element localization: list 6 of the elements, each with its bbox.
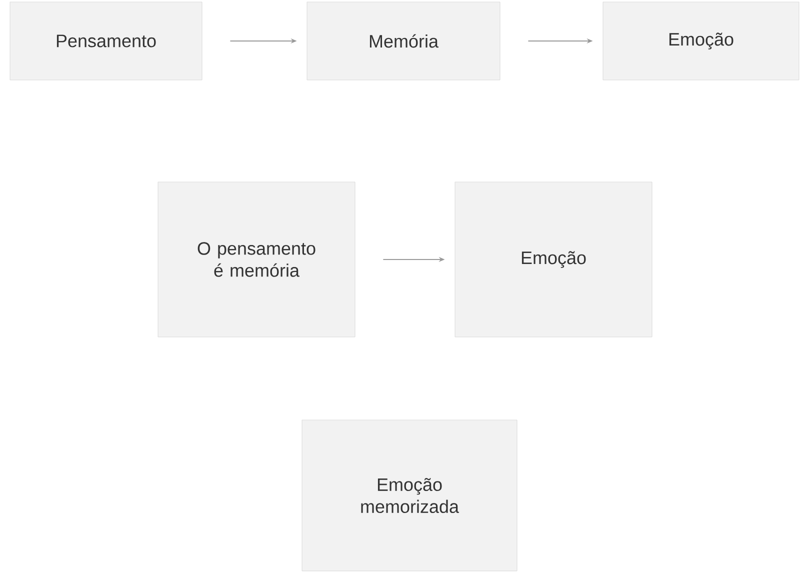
process-box: Emoção	[454, 182, 652, 338]
process-box: Emoção memorizada	[302, 420, 518, 572]
process-box: Pensamento	[10, 2, 202, 80]
process-box: Memória	[306, 2, 500, 80]
process-box: Emoção	[602, 2, 800, 80]
process-box: O pensamento é memória	[158, 182, 356, 338]
